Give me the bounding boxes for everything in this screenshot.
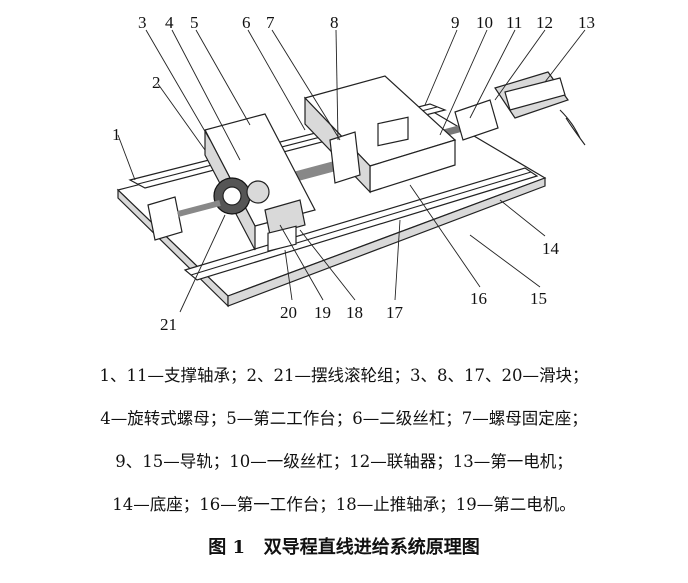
label-14: 14 [542,239,560,258]
figure-number: 图 1 [208,537,245,558]
motor-1-cable [559,109,586,146]
label-1: 1 [112,125,121,144]
label-17: 17 [386,303,404,322]
label-10: 10 [476,13,493,32]
coupling [454,99,499,141]
label-20: 20 [280,303,297,322]
slider-20 [267,225,297,252]
motor-1-body [504,77,566,111]
label-16: 16 [470,289,487,308]
nut-seat [329,131,361,184]
base-plate-front [227,177,546,307]
legend-line-1: 1、11—支撑轴承；2、21—摆线滚轮组；3、8、17、20—滑块； [99,366,589,385]
label-12: 12 [536,13,553,32]
label-4: 4 [165,13,174,32]
slider-17 [377,116,409,147]
label-21: 21 [160,315,177,334]
label-6: 6 [242,13,251,32]
label-18: 18 [346,303,363,322]
label-13: 13 [578,13,595,32]
label-2: 2 [152,73,161,92]
figure-title-text: 双导程直线进给系统原理图 [263,537,480,558]
label-8: 8 [330,13,339,32]
support-bearing-1 [147,196,183,241]
legend-line-2: 4—旋转式螺母；5—第二工作台；6—二级丝杠；7—螺母固定座； [100,409,588,428]
legend-line-3: 9、15—导轨；10—一级丝杠；12—联轴器；13—第一电机； [115,452,573,471]
label-19: 19 [314,303,331,322]
figure-title: 图 1 双导程直线进给系统原理图 [0,533,688,559]
label-15: 15 [530,289,547,308]
legend-line-4: 14—底座；16—第一工作台；18—止推轴承；19—第二电机。 [112,495,576,514]
label-9: 9 [451,13,460,32]
label-5: 5 [190,13,199,32]
mechanism-diagram: 1 2 3 4 5 6 7 8 9 10 11 12 13 14 15 16 1… [112,13,595,334]
label-11: 11 [506,13,522,32]
label-3: 3 [138,13,147,32]
rotary-nut [246,180,270,204]
label-7: 7 [266,13,275,32]
